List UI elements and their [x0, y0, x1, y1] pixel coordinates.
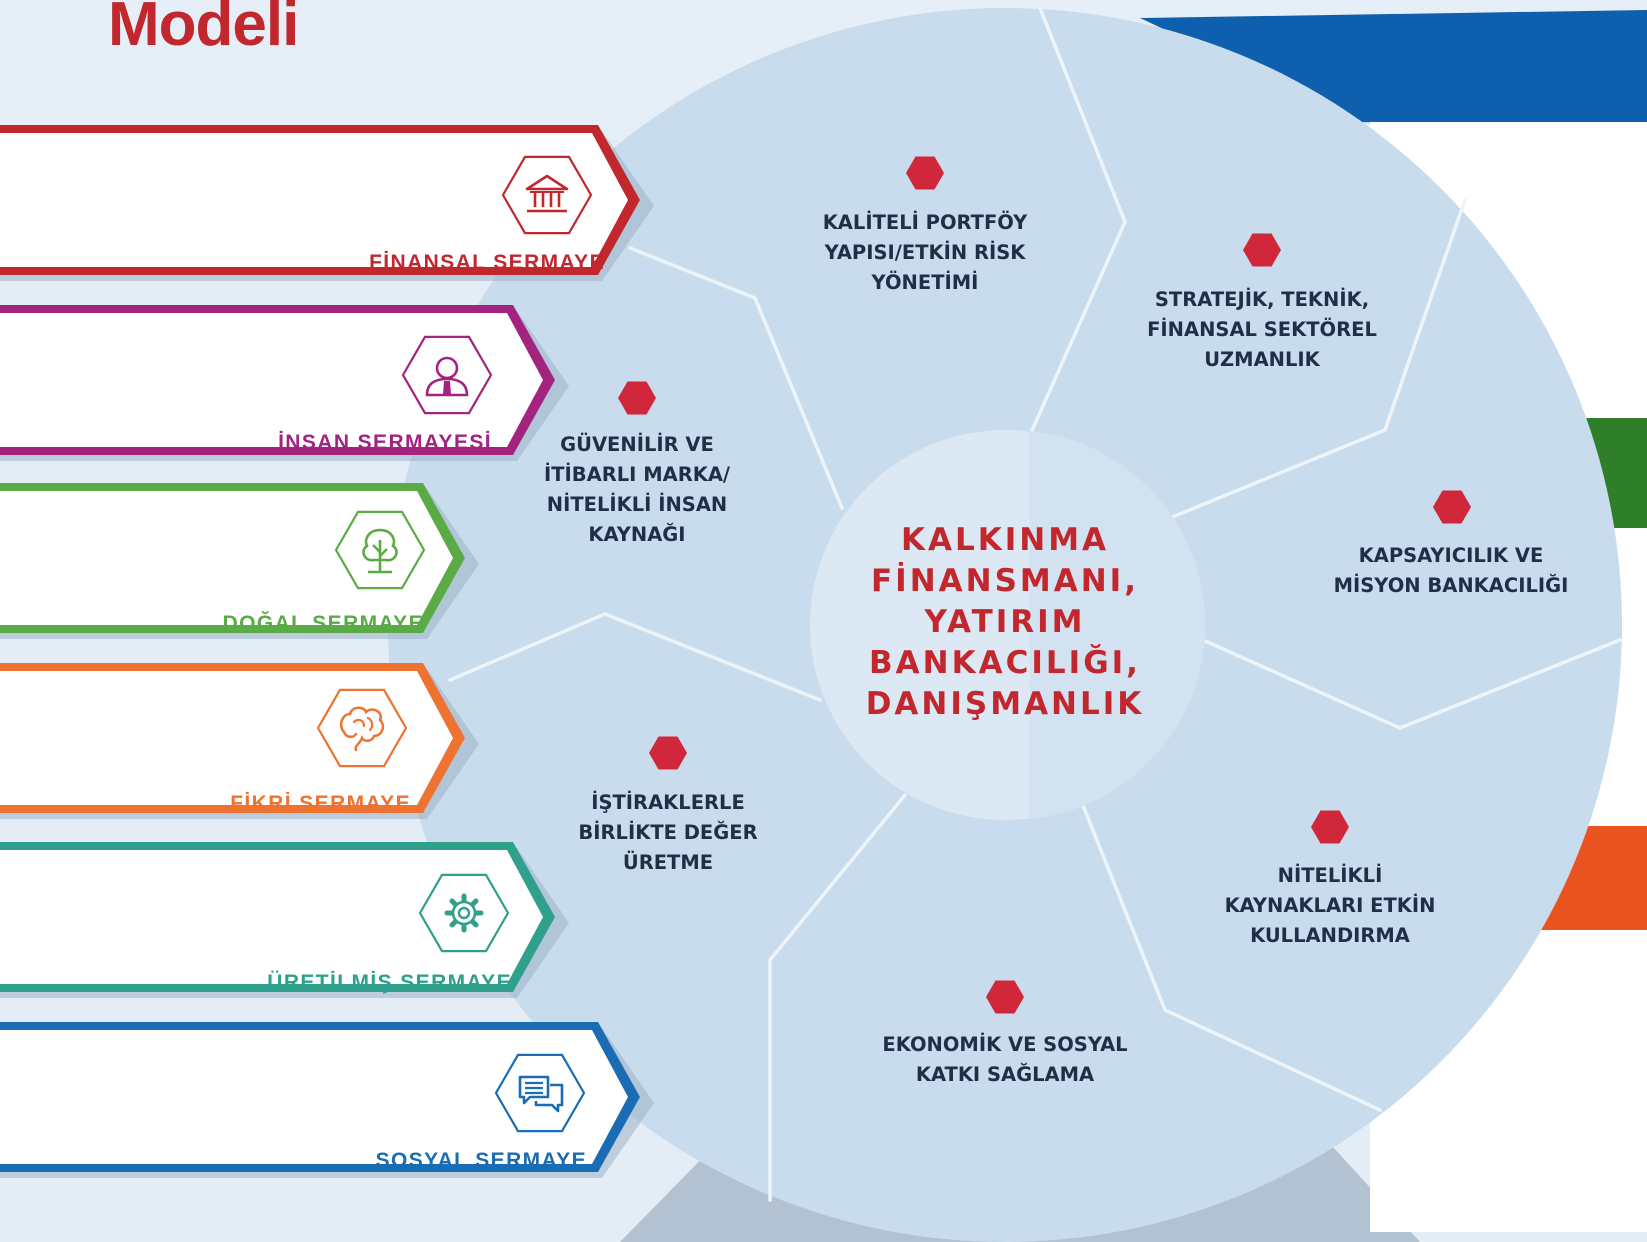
segment-label-line: KAPSAYICILIK VE — [1358, 544, 1544, 567]
right-blue-block — [1140, 10, 1647, 130]
segment-label-7: GÜVENİLİR VE İTİBARLI MARKA/NİTELİKLİ İNS… — [544, 430, 730, 550]
center-label: KALKINMA FİNANSMANI, YATIRIM BANKACILIĞI, DA… — [866, 520, 1145, 725]
segment-label-line: UZMANLIK — [1204, 348, 1320, 371]
capital-label: SOSYAL SERMAYE — [375, 1149, 587, 1172]
segment-dot — [906, 156, 944, 190]
capital-bar-1 — [0, 125, 654, 281]
segment-label-line: BİRLİKTE DEĞER — [578, 821, 758, 844]
segment-label-line: KAYNAĞI — [588, 523, 686, 546]
bank-icon — [501, 155, 593, 235]
segment-label-line: İŞTİRAKLERLE — [591, 791, 745, 814]
person-icon — [401, 335, 493, 415]
segment-dot — [986, 980, 1024, 1014]
segment-label-line: MİSYON BANKACILIĞI — [1333, 574, 1569, 597]
segment-label-6: İŞTİRAKLERLE BİRLİKTE DEĞER ÜRETME — [578, 788, 757, 878]
divider-lower-right — [1078, 796, 1382, 1112]
page-title: Modeli — [108, 0, 299, 59]
divider-right — [1183, 630, 1622, 730]
center-label-line: DANIŞMANLIK — [865, 686, 1145, 722]
segment-label-line: KALİTELİ PORTFÖY — [822, 211, 1028, 234]
capital-label: FİKRİ SERMAYE — [230, 792, 411, 815]
tree-icon — [334, 510, 426, 590]
segment-dot — [1243, 233, 1281, 267]
capital-bar-6 — [0, 1022, 654, 1178]
capital-label: DOĞAL SERMAYE — [222, 612, 424, 635]
segment-label-line: YAPISI/ETKİN RİSK — [824, 241, 1026, 264]
divider-top — [1028, 6, 1127, 437]
divider-upper-right — [1163, 198, 1467, 522]
segment-label-line: FİNANSAL SEKTÖREL — [1147, 318, 1377, 341]
center-circle-shade — [1030, 431, 1206, 819]
divider-left — [448, 612, 822, 702]
capital-label: İNSAN SERMAYESİ — [278, 431, 492, 454]
segment-label-line: KATKI SAĞLAMA — [915, 1063, 1095, 1086]
brain-icon — [316, 688, 408, 768]
segment-label-line: KULLANDIRMA — [1250, 924, 1410, 947]
capital-bar-2 — [0, 305, 569, 461]
gear-icon — [418, 873, 510, 953]
capital-bar-fill — [0, 491, 453, 625]
center-label-line: YATIRIM — [924, 604, 1086, 640]
capital-bar-3 — [0, 483, 479, 639]
segment-label-line: EKONOMİK VE SOSYAL — [882, 1033, 1128, 1056]
capital-bar-5 — [0, 842, 569, 998]
segment-label-1: KALİTELİ PORTFÖY YAPISI/ETKİN RİSK YÖNETİM… — [823, 208, 1028, 298]
segment-label-line: KAYNAKLARI ETKİN — [1224, 894, 1436, 917]
segment-label-line: STRATEJİK, TEKNİK, — [1154, 288, 1370, 311]
segment-dot — [618, 381, 656, 415]
segment-dot — [1311, 810, 1349, 844]
capital-bar-fill — [0, 133, 628, 267]
capital-bar-fill — [0, 1030, 628, 1164]
segment-label-line: İTİBARLI MARKA/ — [543, 463, 731, 486]
divider-bottom — [768, 793, 907, 1202]
segment-label-line: ÜRETME — [622, 851, 714, 874]
segment-label-line: YÖNETİMİ — [871, 271, 979, 294]
capital-bar-fill — [0, 850, 543, 984]
segment-label-5: EKONOMİK VE SOSYAL KATKI SAĞLAMA — [882, 1030, 1127, 1090]
capital-bars — [0, 125, 654, 1178]
capital-bar-fill — [0, 313, 543, 447]
chat-bubbles-icon — [494, 1053, 586, 1133]
center-label-line: KALKINMA — [900, 522, 1110, 558]
segment-label-line: NİTELİKLİ İNSAN — [546, 493, 728, 516]
segment-label-line: NİTELİKLİ — [1277, 864, 1383, 887]
segment-dot — [649, 736, 687, 770]
center-label-line: BANKACILIĞI, — [869, 645, 1141, 681]
segment-dots — [618, 156, 1471, 1014]
segment-dot — [1433, 490, 1471, 524]
divider-upper-left — [628, 246, 844, 510]
capital-label: ÜRETİLMİŞ SERMAYE — [267, 971, 512, 994]
capital-bar-4 — [0, 663, 479, 819]
segment-label-2: STRATEJİK, TEKNİK, FİNANSAL SEKTÖREL UZMAN… — [1147, 285, 1377, 375]
segment-label-line: GÜVENİLİR VE — [560, 433, 714, 456]
center-label-line: FİNANSMANI, — [870, 563, 1139, 599]
capital-label: FİNANSAL SERMAYE — [369, 251, 605, 274]
segment-label-3: KAPSAYICILIK VE MİSYON BANKACILIĞI — [1334, 541, 1569, 601]
segment-label-4: NİTELİKLİ KAYNAKLARI ETKİN KULLANDIRMA — [1225, 861, 1436, 951]
segment-dividers — [448, 6, 1622, 1202]
